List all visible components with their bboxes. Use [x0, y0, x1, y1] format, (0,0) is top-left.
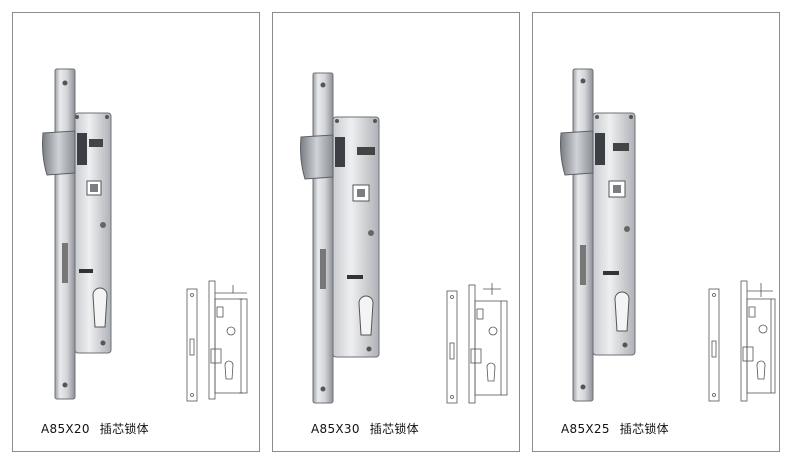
- product-caption: A85X20 插芯锁体: [13, 420, 259, 437]
- mortise-lock-body-photo-icon: [42, 68, 112, 400]
- product-panel-a85x20: A85X20 插芯锁体: [12, 12, 260, 452]
- product-description: 插芯锁体: [619, 422, 669, 436]
- product-panel-a85x30: A85X30 插芯锁体: [272, 12, 520, 452]
- product-model: A85X20: [41, 422, 90, 436]
- mortise-lock-body-photo-icon: [560, 68, 636, 402]
- product-description: 插芯锁体: [369, 422, 419, 436]
- product-panel-a85x25: A85X25 插芯锁体: [532, 12, 780, 452]
- product-caption: A85X25 插芯锁体: [533, 420, 779, 437]
- product-model: A85X30: [311, 422, 360, 436]
- technical-drawing-icon: [186, 280, 248, 402]
- technical-drawing-icon: [446, 283, 508, 404]
- mortise-lock-body-photo-icon: [300, 72, 380, 404]
- product-caption: A85X30 插芯锁体: [273, 420, 519, 437]
- technical-drawing-icon: [708, 280, 776, 402]
- product-model: A85X25: [561, 422, 610, 436]
- product-description: 插芯锁体: [99, 422, 149, 436]
